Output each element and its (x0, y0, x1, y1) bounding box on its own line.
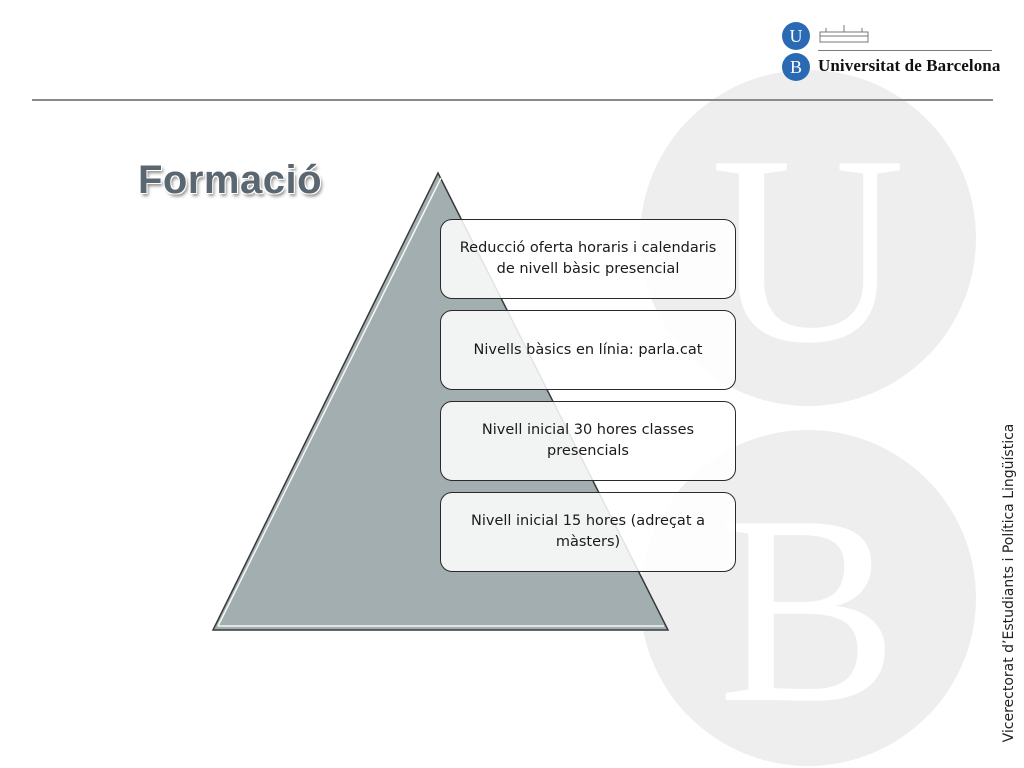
watermark-letter-u: U (711, 100, 906, 399)
university-logo: U B Universitat de Barcelona (780, 18, 1000, 84)
level-box-3: Nivell inicial 30 hores classes presenci… (440, 401, 736, 481)
logo-letter-b: B (790, 57, 802, 77)
logo-name: Universitat de Barcelona (818, 56, 1001, 75)
slide-title: Formació (138, 158, 323, 202)
logo-circle-b (782, 53, 810, 81)
level-box-4: Nivell inicial 15 hores (adreçat a màste… (440, 492, 736, 572)
logo-letter-u: U (790, 26, 803, 46)
watermark-letter-b: B (718, 460, 898, 759)
header-rule (32, 99, 993, 101)
building-icon (819, 25, 869, 43)
logo-divider (818, 50, 992, 51)
level-box-1: Reducció oferta horaris i calendaris de … (440, 219, 736, 299)
level-box-2: Nivells bàsics en línia: parla.cat (440, 310, 736, 390)
logo-circle-u (782, 22, 810, 50)
vice-rectorate-label: Vicerectorat d’Estudiants i Política Lin… (1001, 423, 1017, 743)
